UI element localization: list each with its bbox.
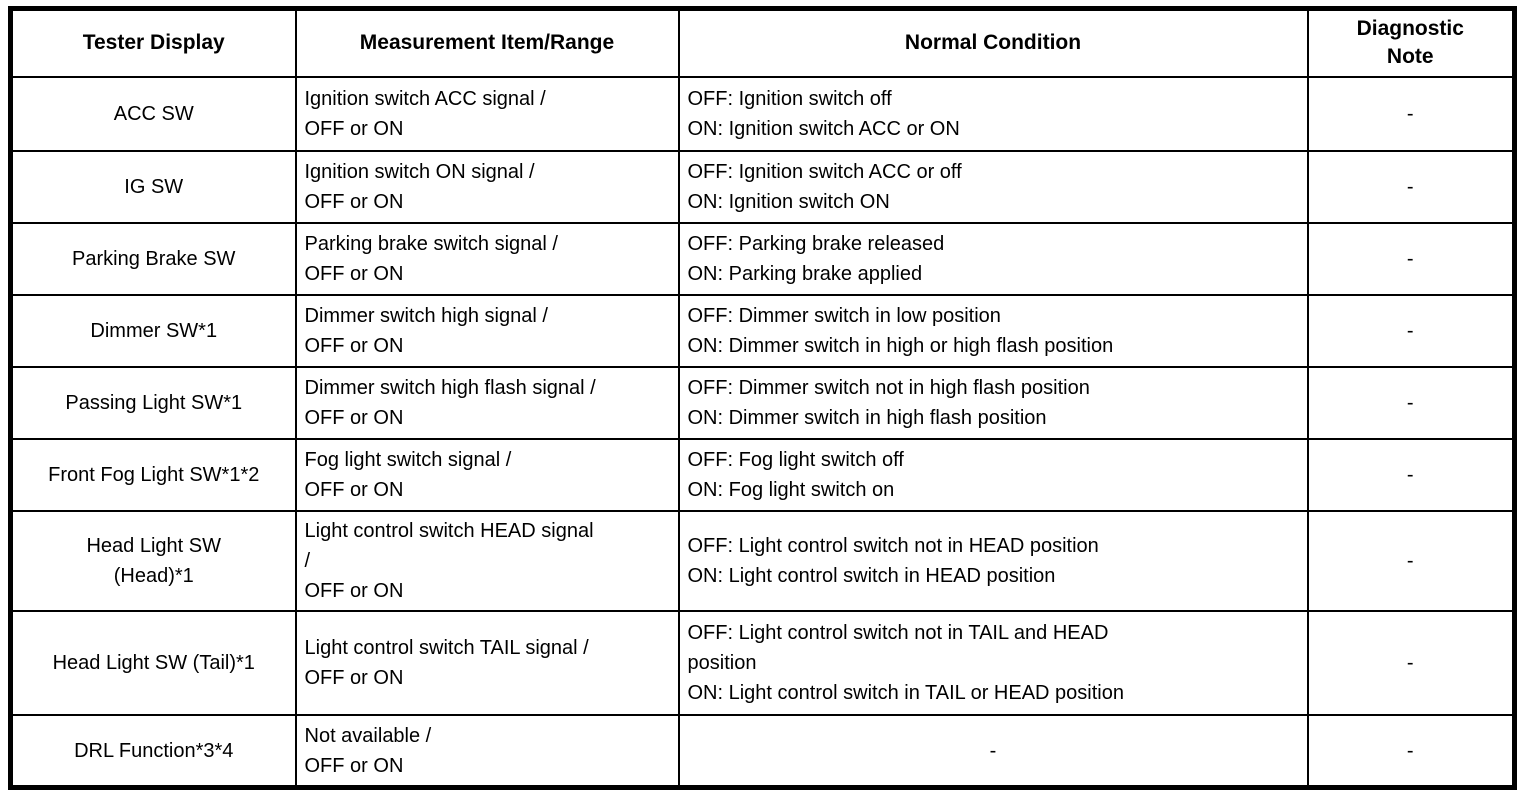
table-header-row: Tester Display Measurement Item/Range No…: [9, 7, 1516, 78]
cell-diagnostic-note: -: [1306, 510, 1516, 613]
cell-normal-condition: OFF: Light control switch not in TAIL an…: [677, 610, 1309, 717]
cell-normal-condition: OFF: Dimmer switch not in high flash pos…: [677, 365, 1309, 440]
table-row-ig-sw: IG SW Ignition switch ON signal / OFF or…: [9, 149, 1516, 224]
cell-normal-condition: OFF: Fog light switch off ON: Fog light …: [677, 437, 1309, 513]
cell-diagnostic-note: -: [1306, 437, 1516, 513]
cell-measurement: Ignition switch ACC signal / OFF or ON: [294, 75, 680, 152]
cell-measurement: Ignition switch ON signal / OFF or ON: [294, 149, 680, 224]
col-header-tester-display: Tester Display: [9, 7, 297, 78]
cell-normal-condition: OFF: Ignition switch off ON: Ignition sw…: [677, 75, 1309, 152]
cell-diagnostic-note: -: [1306, 75, 1516, 152]
cell-normal-condition: OFF: Dimmer switch in low position ON: D…: [677, 293, 1309, 368]
cell-normal-condition: -: [677, 714, 1309, 789]
cell-normal-condition: OFF: Light control switch not in HEAD po…: [677, 510, 1309, 613]
cell-diagnostic-note: -: [1306, 293, 1516, 368]
cell-tester-display: Front Fog Light SW*1*2: [9, 437, 297, 513]
cell-diagnostic-note: -: [1306, 714, 1516, 789]
table-row-acc-sw: ACC SW Ignition switch ACC signal / OFF …: [9, 75, 1516, 152]
cell-normal-condition: OFF: Ignition switch ACC or off ON: Igni…: [677, 149, 1309, 224]
cell-measurement: Light control switch HEAD signal / OFF o…: [294, 510, 680, 613]
cell-tester-display: ACC SW: [9, 75, 297, 152]
cell-tester-display: IG SW: [9, 149, 297, 224]
cell-measurement: Parking brake switch signal / OFF or ON: [294, 221, 680, 296]
table-row-head-light-sw-head: Head Light SW (Head)*1 Light control swi…: [9, 510, 1516, 613]
col-header-normal-condition: Normal Condition: [677, 7, 1309, 78]
table-row-passing-light-sw: Passing Light SW*1 Dimmer switch high fl…: [9, 365, 1516, 440]
cell-measurement: Fog light switch signal / OFF or ON: [294, 437, 680, 513]
cell-tester-display: Passing Light SW*1: [9, 365, 297, 440]
cell-diagnostic-note: -: [1306, 149, 1516, 224]
cell-diagnostic-note: -: [1306, 610, 1516, 717]
cell-measurement: Not available / OFF or ON: [294, 714, 680, 789]
cell-tester-display: Dimmer SW*1: [9, 293, 297, 368]
cell-diagnostic-note: -: [1306, 221, 1516, 296]
table-row-head-light-sw-tail: Head Light SW (Tail)*1 Light control swi…: [9, 610, 1516, 717]
cell-tester-display: Head Light SW (Tail)*1: [9, 610, 297, 717]
diagnostic-table-container: Tester Display Measurement Item/Range No…: [8, 6, 1517, 790]
table-row-dimmer-sw: Dimmer SW*1 Dimmer switch high signal / …: [9, 293, 1516, 368]
tester-data-list-table: Tester Display Measurement Item/Range No…: [8, 6, 1517, 790]
cell-tester-display: DRL Function*3*4: [9, 714, 297, 789]
table-row-drl-function: DRL Function*3*4 Not available / OFF or …: [9, 714, 1516, 789]
cell-measurement: Light control switch TAIL signal / OFF o…: [294, 610, 680, 717]
cell-measurement: Dimmer switch high flash signal / OFF or…: [294, 365, 680, 440]
cell-measurement: Dimmer switch high signal / OFF or ON: [294, 293, 680, 368]
cell-tester-display: Head Light SW (Head)*1: [9, 510, 297, 613]
table-row-parking-brake-sw: Parking Brake SW Parking brake switch si…: [9, 221, 1516, 296]
cell-tester-display: Parking Brake SW: [9, 221, 297, 296]
table-row-front-fog-light-sw: Front Fog Light SW*1*2 Fog light switch …: [9, 437, 1516, 513]
cell-diagnostic-note: -: [1306, 365, 1516, 440]
col-header-measurement-item-range: Measurement Item/Range: [294, 7, 680, 78]
cell-normal-condition: OFF: Parking brake released ON: Parking …: [677, 221, 1309, 296]
col-header-diagnostic-note: Diagnostic Note: [1306, 7, 1516, 78]
